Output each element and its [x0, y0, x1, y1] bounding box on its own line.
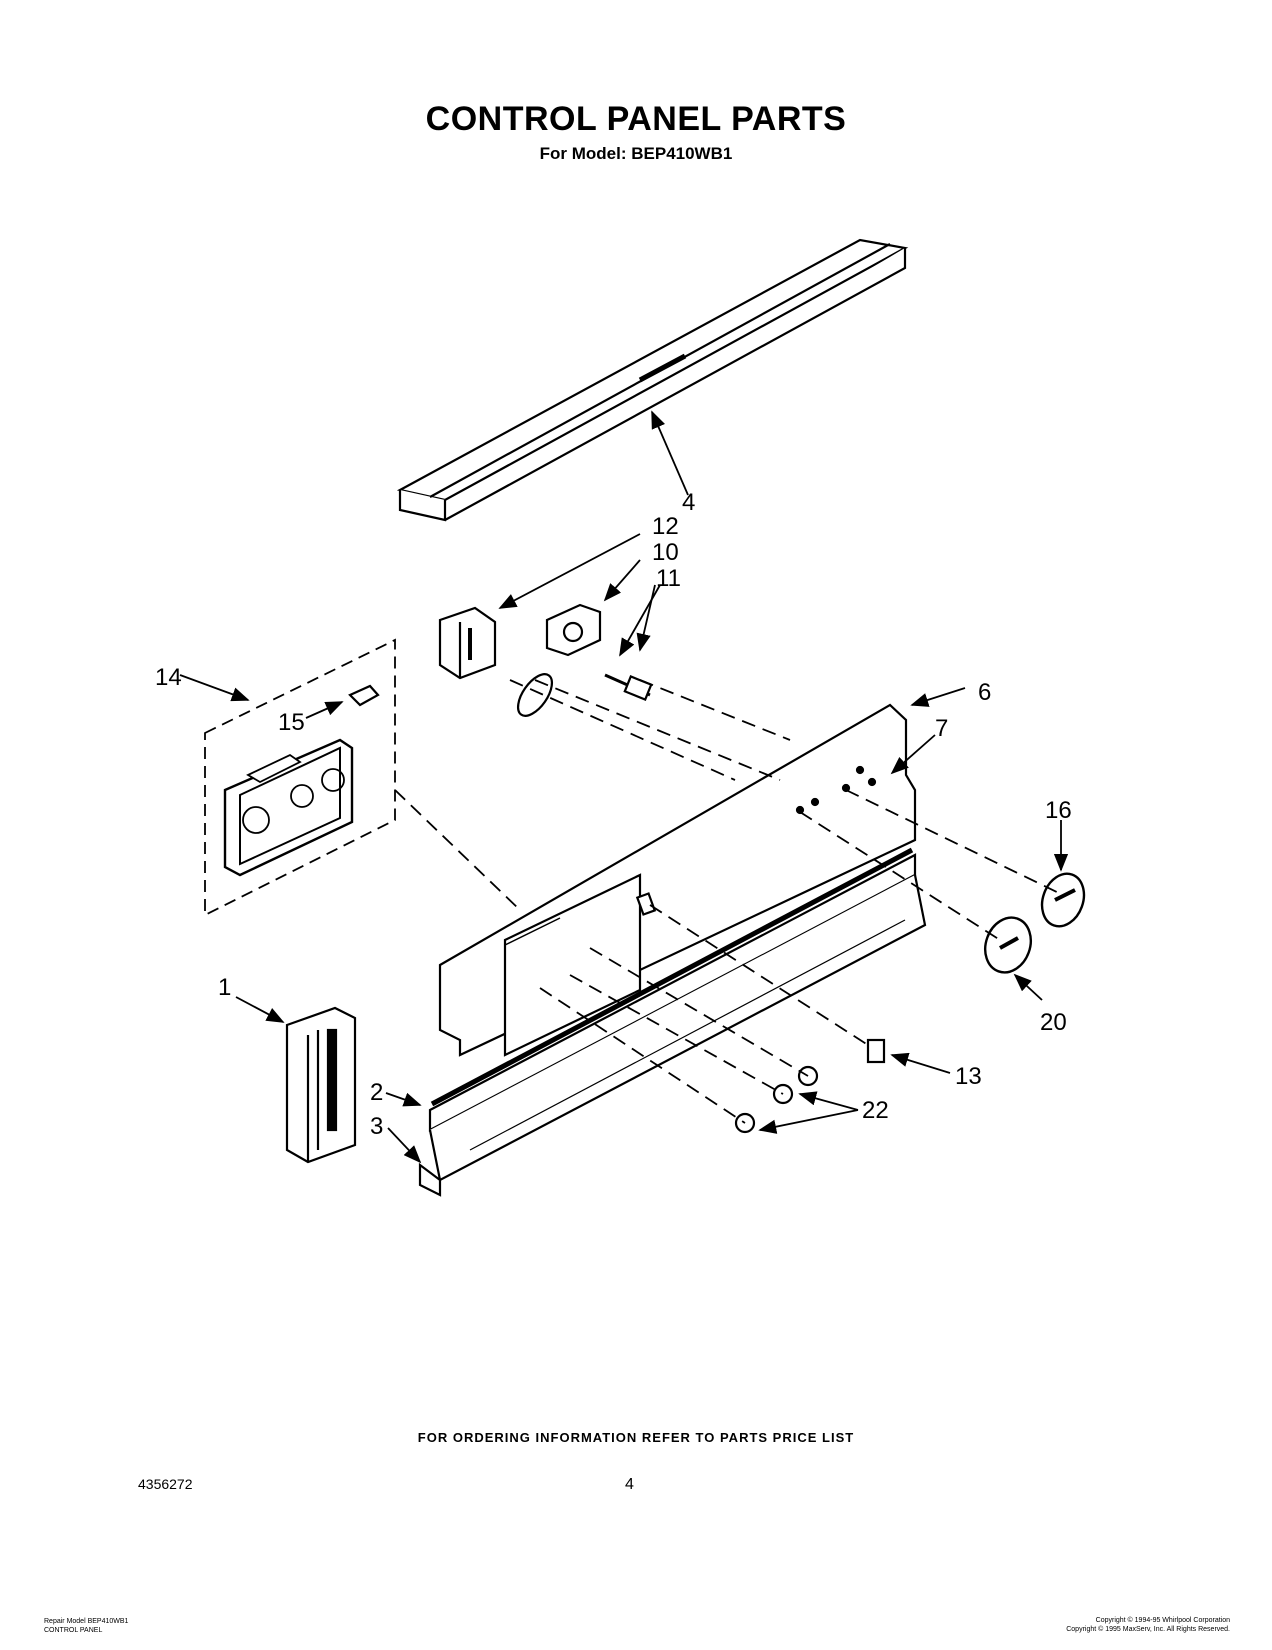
callout-3: 3: [370, 1113, 383, 1140]
document-number: 4356272: [138, 1476, 193, 1492]
callout-14: 14: [155, 664, 182, 691]
callout-6: 6: [978, 679, 991, 706]
callout-20: 20: [1040, 1009, 1067, 1036]
callout-13: 13: [955, 1063, 982, 1090]
page-title: CONTROL PANEL PARTS: [425, 100, 847, 138]
callout-2: 2: [370, 1079, 383, 1106]
callout-7: 7: [935, 715, 948, 742]
section-line: CONTROL PANEL: [44, 1627, 103, 1634]
copyright-line-2: Copyright © 1995 MaxServ, Inc. All Right…: [1066, 1626, 1230, 1633]
callout-1: 1: [218, 974, 231, 1001]
repair-model-line: Repair Model BEP410WB1: [44, 1618, 129, 1625]
model-subtitle: For Model: BEP410WB1: [539, 144, 733, 163]
control-module-group: [204, 638, 396, 917]
lower-trim-rails: [418, 847, 927, 1197]
copyright-line-1: Copyright © 1994-95 Whirlpool Corporatio…: [1095, 1617, 1230, 1624]
callout-12: 12: [652, 513, 679, 540]
leader-arrows: [179, 410, 1069, 1164]
side-bracket-part: [285, 1006, 357, 1164]
repair-model-note: Repair Model BEP410WB1 CONTROL PANEL: [44, 1617, 128, 1635]
callout-11: 11: [656, 565, 681, 592]
callout-22: 22: [862, 1097, 889, 1124]
callout-4: 4: [682, 489, 695, 516]
copyright-note: Copyright © 1994-95 Whirlpool Corporatio…: [1000, 1616, 1230, 1634]
callout-16: 16: [1045, 797, 1072, 824]
knobs: [984, 872, 1086, 974]
control-panel-plate: [438, 703, 917, 1057]
switch-parts: [438, 603, 653, 717]
page-number: 4: [625, 1476, 634, 1493]
assembly-lines: [394, 679, 1064, 1124]
callout-15: 15: [278, 709, 305, 736]
callout-10: 10: [652, 539, 679, 566]
top-rail-part: [396, 238, 909, 522]
ordering-note: FOR ORDERING INFORMATION REFER TO PARTS …: [417, 1430, 855, 1445]
